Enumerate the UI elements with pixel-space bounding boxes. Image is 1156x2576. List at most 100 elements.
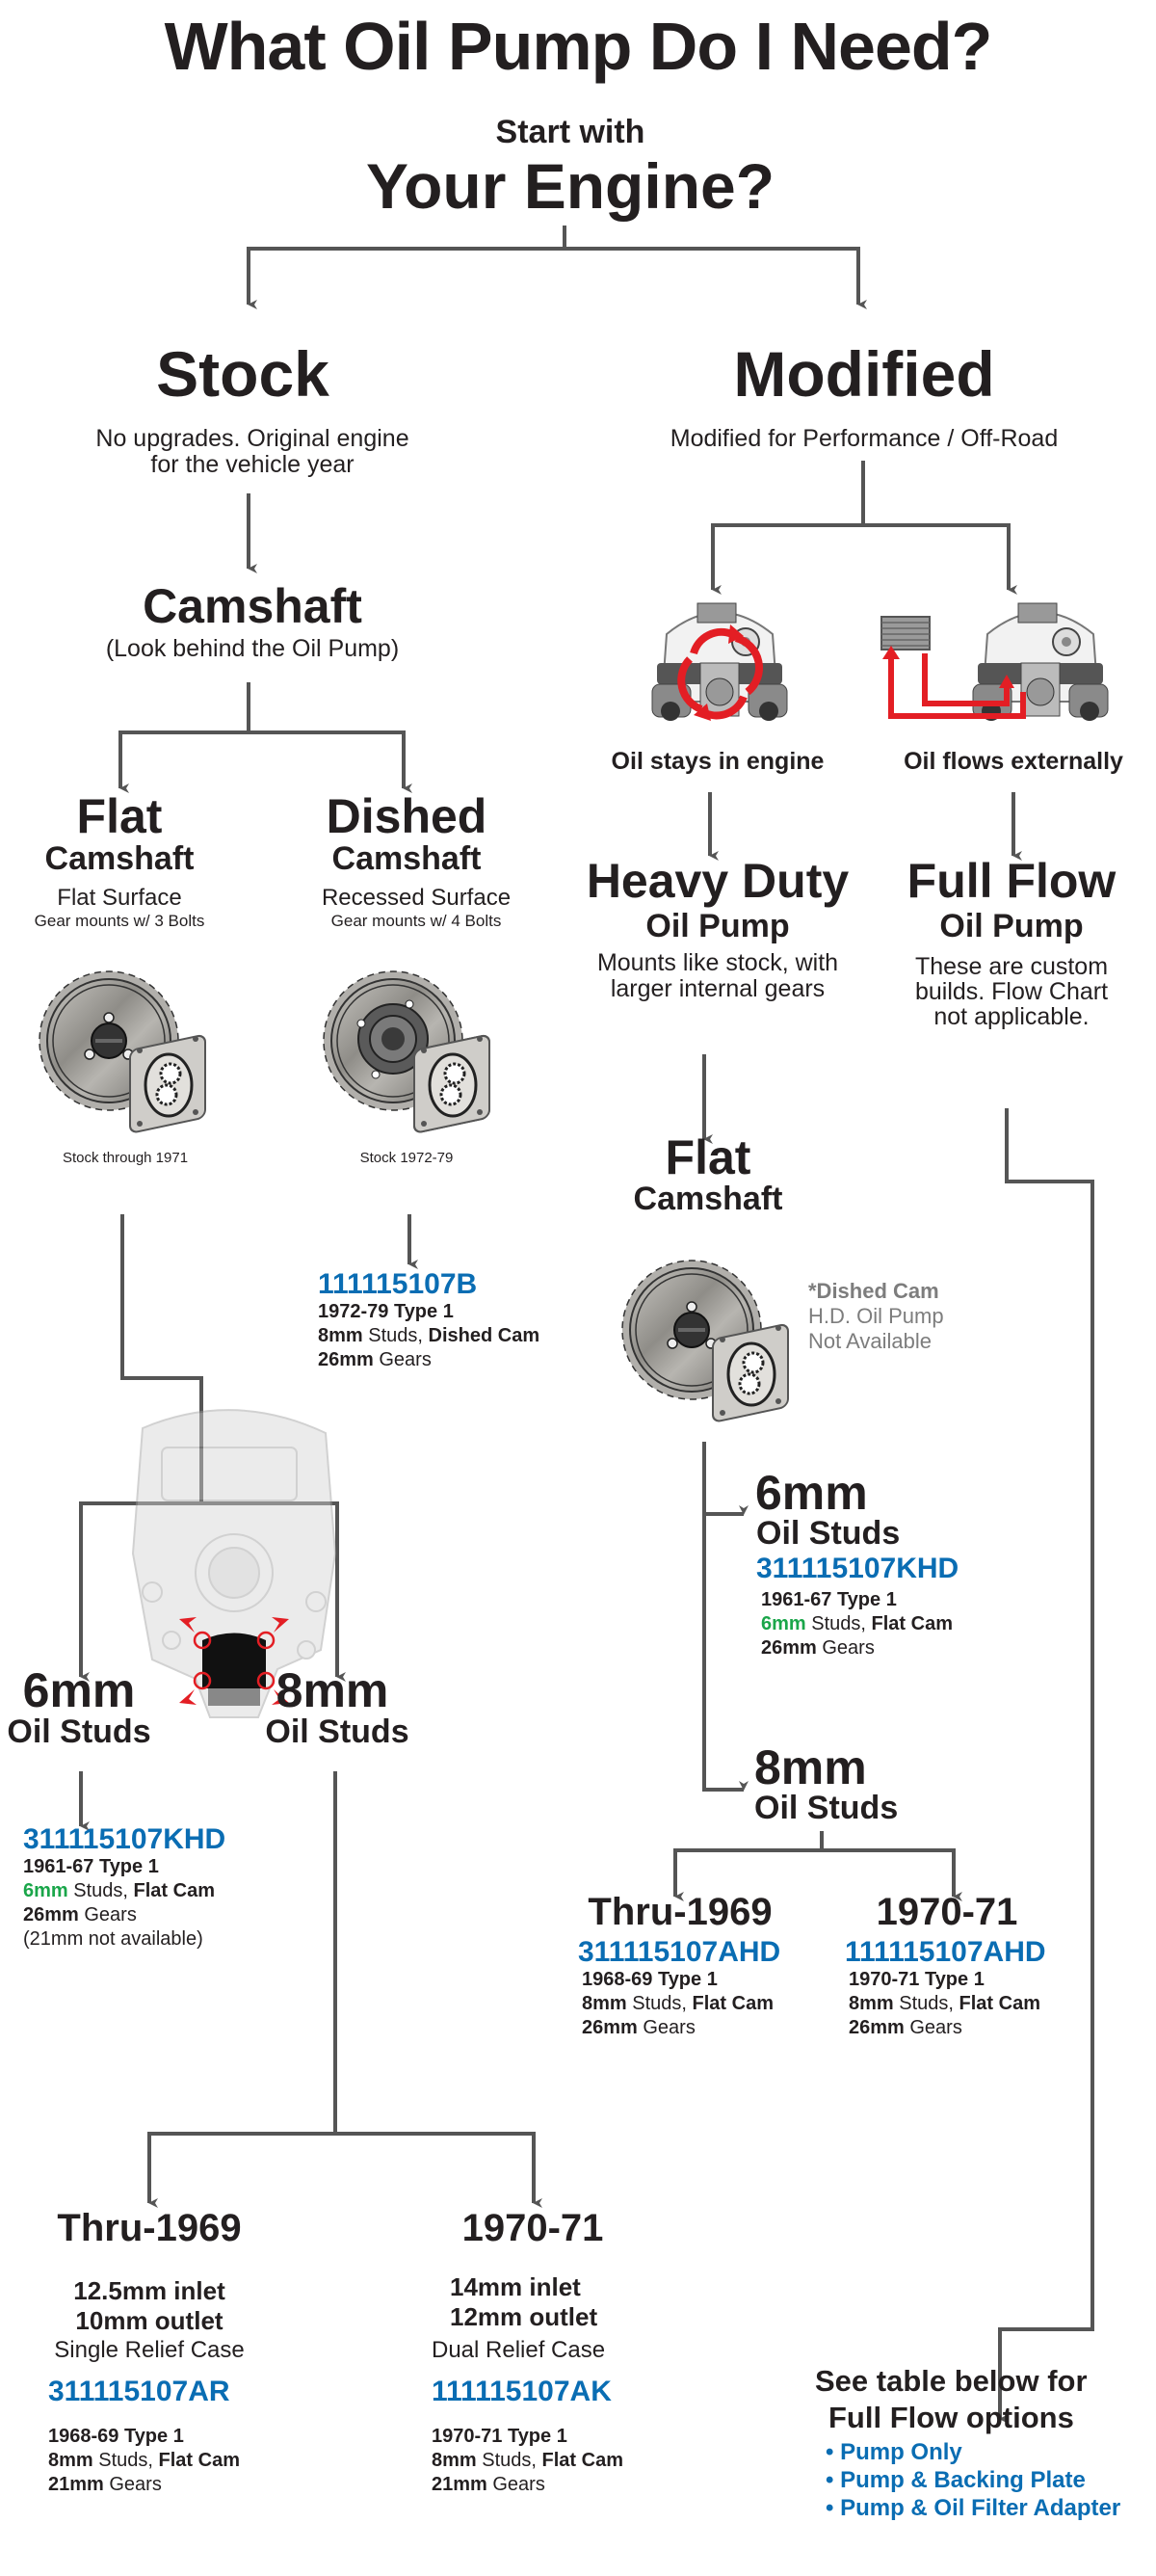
detail-line: 8mm Studs, Flat Cam [849,1992,1046,2016]
dished-cam-gear-pump-icon [318,964,491,1135]
flat-surface: Flat Surface [57,885,182,911]
detail-segment: 1972-79 Type 1 [318,1301,454,1322]
detail-segment: 26mm [761,1637,817,1659]
dished-mount: Gear mounts w/ 4 Bolts [330,912,502,930]
detail-segment: (21mm not available) [23,1928,203,1950]
detail-line: 1961-67 Type 1 [23,1855,225,1879]
engine-internal-oil-circulation-icon [651,602,788,722]
dished-surface: Recessed Surface [321,885,512,911]
engine-external-oil-cooler-icon [880,602,1109,722]
hd-thru1969-heading: Thru-1969 [588,1891,773,1933]
full-flow-options: • Pump Only • Pump & Backing Plate • Pum… [826,2438,1120,2522]
part-number: 311115107AR [48,2376,230,2407]
detail-segment: Studs, [893,1993,959,2014]
detail-segment: 21mm [48,2474,104,2495]
s-1970-io: 14mm inlet 12mm outlet [450,2272,598,2331]
detail-segment: Flat Cam [133,1880,215,1901]
detail-segment: 1968-69 Type 1 [48,2426,184,2447]
stock-desc: No upgrades. Original engine for the veh… [95,425,409,478]
detail-line: 8mm Studs, Flat Cam [582,1992,780,2016]
part-number: 311115107KHD [23,1823,226,1855]
detail-segment: Flat Cam [541,2450,623,2471]
detail-segment: Gears [816,1637,875,1659]
s-thru1969-heading: Thru-1969 [57,2207,242,2249]
dished-heading: Dished [326,789,487,843]
detail-line: 6mm Studs, Flat Cam [23,1879,225,1903]
option-pump-only[interactable]: • Pump Only [826,2439,962,2465]
detail-segment: Studs, [67,1880,134,1901]
detail-segment: Gears [103,2474,162,2495]
flat-mount: Gear mounts w/ 3 Bolts [34,912,205,930]
detail-line: 1972-79 Type 1 [318,1300,539,1324]
s-thru1969-case: Single Relief Case [54,2337,245,2363]
part-number: 111115107AHD [845,1936,1046,1968]
connector-8mm-split [149,1771,534,2136]
connector-engine-split [249,226,858,251]
flat-cam-gear-pump-icon [34,964,217,1142]
detail-line: 26mm Gears [761,1636,959,1660]
connector-hd8mm-split [676,1845,954,1852]
see-table-note: See table below for Full Flow options [815,2364,1088,2434]
connector-fullflow-route [1000,1108,1094,2331]
hd-6mm-sub: Oil Studs [756,1515,901,1552]
ff-heading: Full Flow [906,854,1117,908]
page-title: What Oil Pump Do I Need? [164,9,993,84]
detail-line: 1970-71 Type 1 [849,1968,1046,1992]
detail-line: 8mm Studs, Flat Cam [48,2449,240,2473]
detail-line: 8mm Studs, Dished Cam [318,1324,539,1348]
flat-caption: Stock through 1971 [62,1150,189,1166]
dished-sub: Camshaft [331,840,482,877]
option-pump-oil-filter-adapter[interactable]: • Pump & Oil Filter Adapter [826,2495,1121,2521]
camshaft-heading: Camshaft [143,579,362,633]
detail-line: 26mm Gears [582,2016,780,2040]
detail-segment: 8mm [48,2450,93,2471]
detail-line: 1968-69 Type 1 [48,2425,240,2449]
modified-desc: Modified for Performance / Off-Road [670,425,1059,452]
connector-camshaft-split [118,682,404,734]
s-1970-case: Dual Relief Case [432,2337,606,2363]
part-number: 111115107AK [432,2376,612,2407]
s-thru1969-io: 12.5mm inlet 10mm outlet [73,2276,225,2335]
detail-segment: 1961-67 Type 1 [23,1856,159,1877]
hd-8mm-sub: Oil Studs [754,1790,899,1826]
detail-segment: Gears [486,2474,545,2495]
detail-segment: 8mm [318,1325,363,1346]
connector-modified-split [713,461,1009,527]
hd-flat-heading: Flat [665,1130,751,1184]
start-heading: Your Engine? [365,150,775,222]
part-number: 111115107B [318,1268,478,1300]
detail-segment: Flat Cam [158,2450,240,2471]
detail-segment: Studs, [626,1993,693,2014]
detail-line: 21mm Gears [48,2473,240,2497]
detail-segment: 26mm [23,1904,79,1925]
flat-sub: Camshaft [44,840,195,877]
detail-segment: 21mm [432,2474,487,2495]
internal-label: Oil stays in engine [611,748,825,775]
detail-line: (21mm not available) [23,1927,225,1952]
detail-segment: Gears [78,1904,137,1925]
hd-flat-sub: Camshaft [633,1181,783,1217]
option-pump-backing-plate[interactable]: • Pump & Backing Plate [826,2467,1086,2493]
detail-segment: 6mm [23,1880,68,1901]
detail-line: 6mm Studs, Flat Cam [761,1612,959,1636]
detail-segment: 26mm [318,1349,374,1370]
hd-6mm-heading: 6mm [755,1466,868,1520]
detail-segment: 1970-71 Type 1 [432,2426,567,2447]
ff-desc: These are custom builds. Flow Chart not … [914,953,1109,1030]
connector-flat-to-case [120,1214,203,1503]
hd-8mm-heading: 8mm [754,1740,867,1794]
hd-flat-cam-gear-pump-icon [617,1253,800,1431]
stock-heading: Stock [156,338,329,410]
detail-line: 1970-71 Type 1 [432,2425,623,2449]
studs8-heading: 8mm [276,1663,389,1717]
